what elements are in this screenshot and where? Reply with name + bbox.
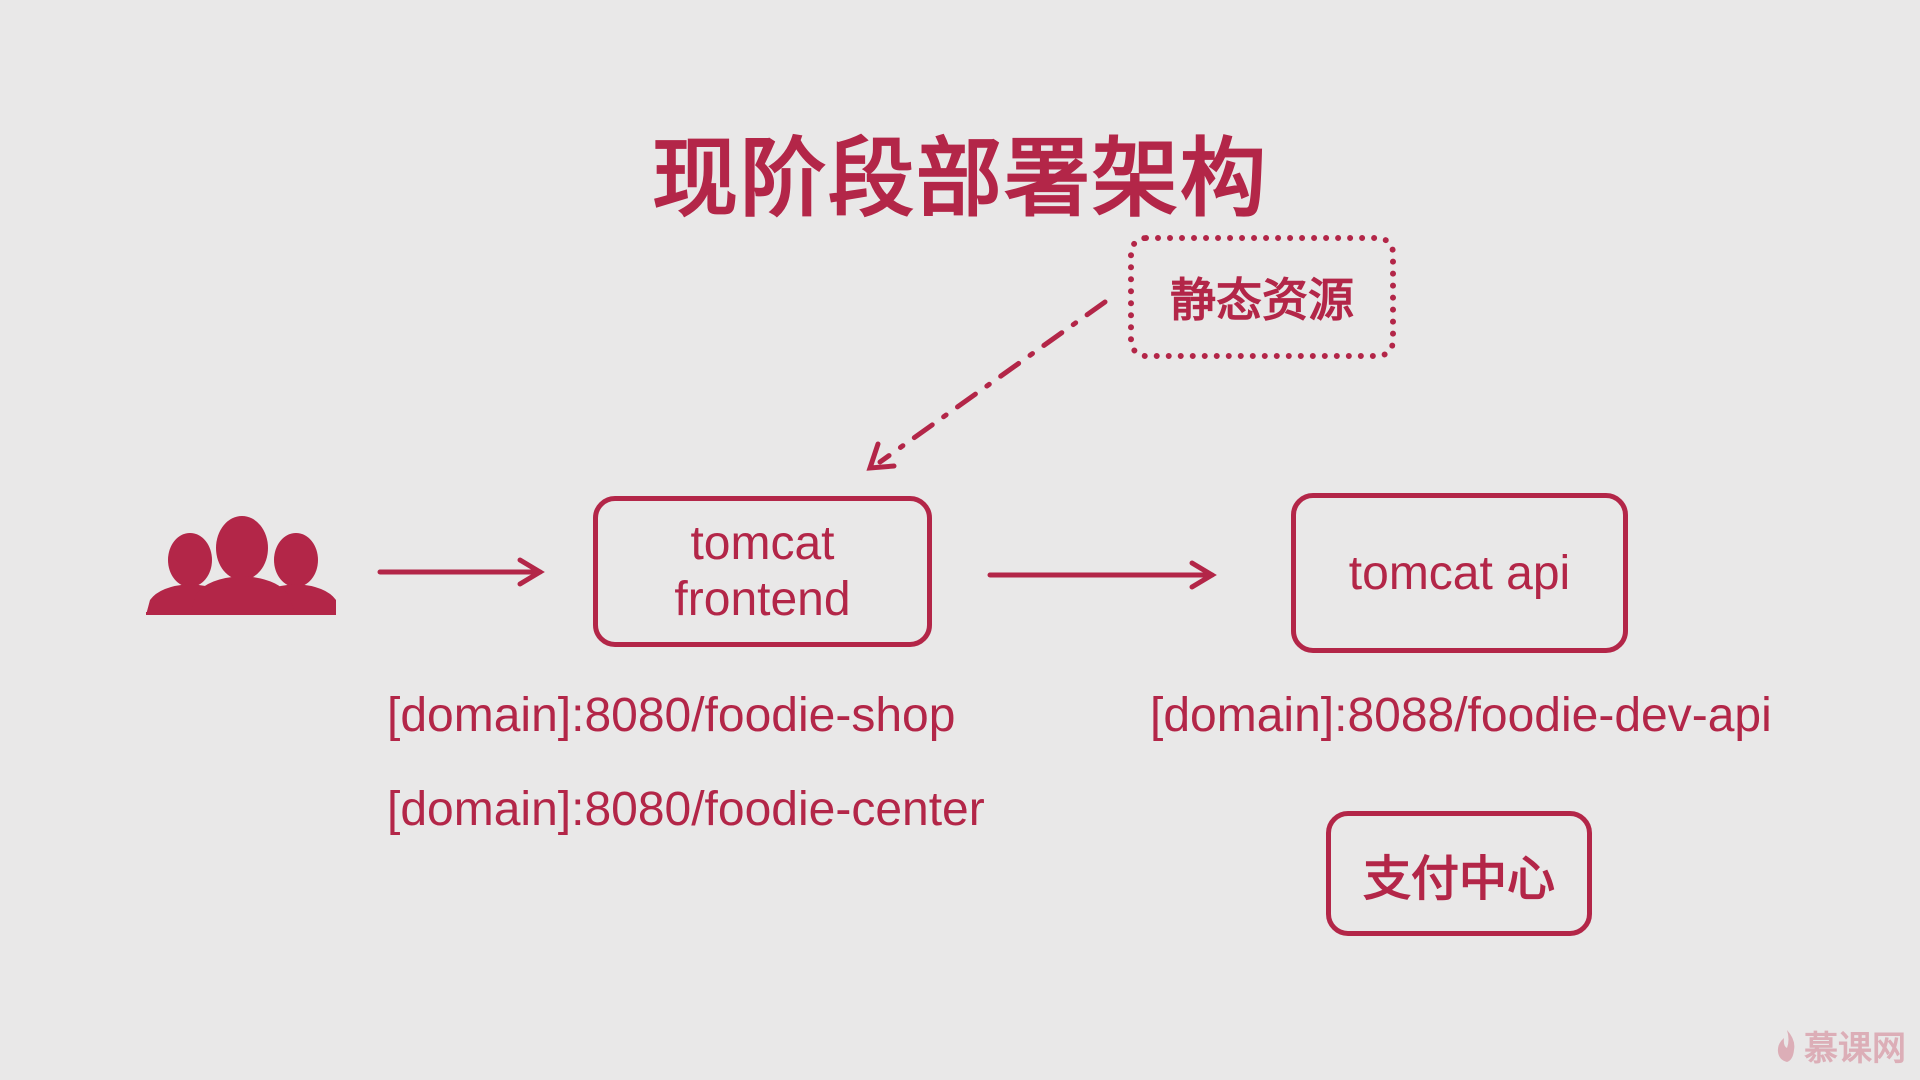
tomcat-frontend-node: tomcat frontend bbox=[593, 496, 932, 647]
watermark: 慕课网 bbox=[1774, 1021, 1906, 1070]
url-foodie-dev-api: [domain]:8088/foodie-dev-api bbox=[1150, 689, 1772, 742]
slide-title: 现阶段部署架构 bbox=[652, 129, 1268, 229]
watermark-text: 慕课网 bbox=[1804, 1029, 1906, 1069]
users-group-icon bbox=[146, 516, 336, 615]
flame-logo-icon bbox=[1777, 1029, 1795, 1062]
url-foodie-center: [domain]:8080/foodie-center bbox=[387, 783, 985, 836]
arrow-users-to-frontend bbox=[377, 557, 545, 587]
url-foodie-shop: [domain]:8080/foodie-shop bbox=[387, 689, 956, 742]
tomcat-api-node: tomcat api bbox=[1291, 493, 1628, 653]
tomcat-frontend-label-line1: tomcat bbox=[690, 516, 835, 570]
arrow-frontend-to-api bbox=[987, 560, 1217, 590]
arrow-static-to-frontend bbox=[866, 299, 1108, 471]
static-resources-node: 静态资源 bbox=[1128, 235, 1396, 359]
payment-center-node: 支付中心 bbox=[1326, 811, 1592, 936]
tomcat-frontend-label-line2: frontend bbox=[674, 572, 851, 626]
